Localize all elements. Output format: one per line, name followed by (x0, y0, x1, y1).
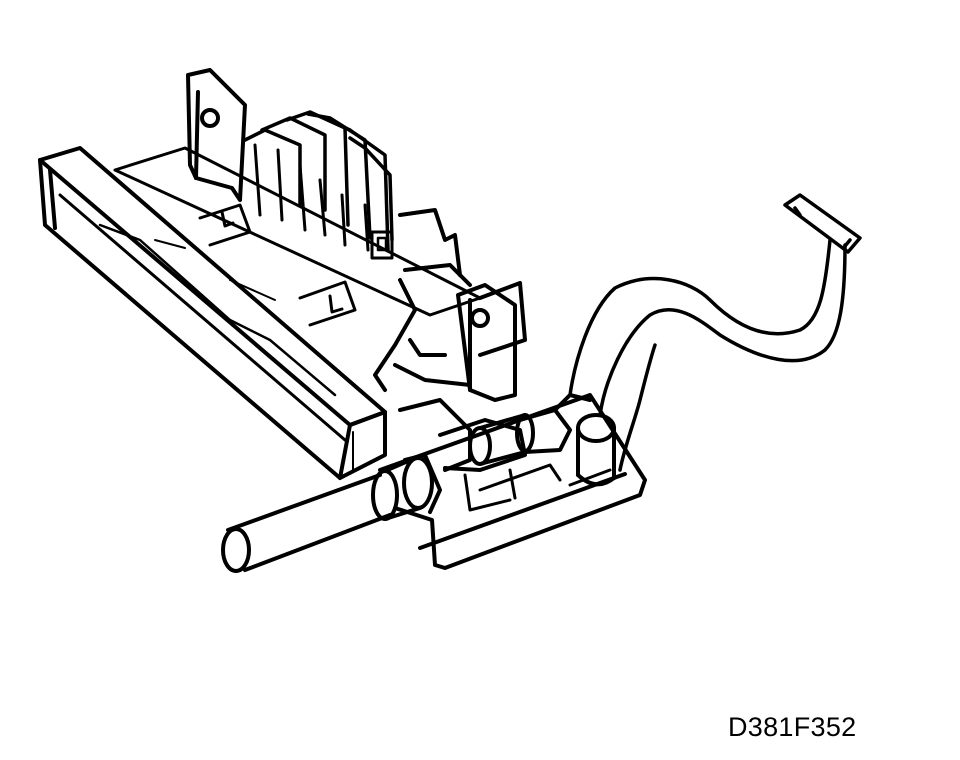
housing-body (113, 146, 527, 357)
cylinder-post (576, 413, 616, 487)
drive-rollers (398, 393, 592, 472)
slider-bar (38, 146, 387, 480)
shaft (221, 453, 442, 573)
mounting-bracket (373, 208, 472, 392)
heat-sink-fins (243, 110, 394, 260)
frame-details (463, 463, 612, 512)
mounting-tab-left (186, 68, 247, 202)
mounting-tab-right (456, 283, 517, 402)
cable (568, 193, 862, 472)
figure-caption: D381F352 (728, 712, 857, 742)
